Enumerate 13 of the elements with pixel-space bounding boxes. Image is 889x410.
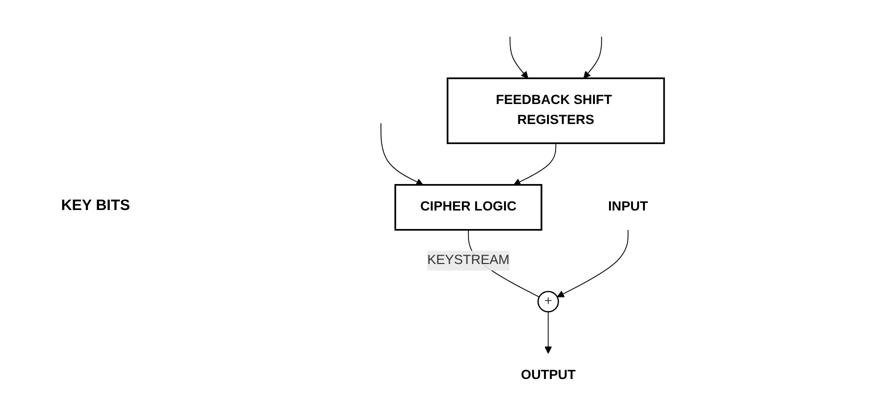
arrow	[513, 142, 556, 186]
node-box: FEEDBACK SHIFT REGISTERS	[446, 77, 665, 144]
arrow	[556, 229, 628, 298]
edge-label: KEYSTREAM	[427, 253, 510, 268]
node-text: INPUT	[608, 200, 648, 214]
arrow	[380, 122, 424, 186]
arrow	[544, 311, 552, 354]
arrow	[510, 36, 528, 79]
node-text: OUTPUT	[520, 368, 576, 383]
node-circle: +	[537, 290, 559, 312]
arrow	[583, 36, 602, 79]
side-label: KEY BITS	[61, 196, 130, 214]
node-box: CIPHER LOGIC	[394, 184, 542, 231]
